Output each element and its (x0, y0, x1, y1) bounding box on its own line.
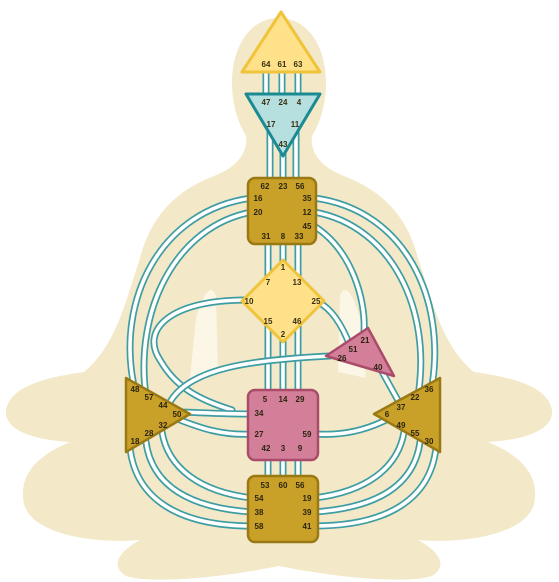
gate-label: 40 (374, 363, 383, 372)
gate-label: 61 (278, 60, 287, 69)
gate-label: 16 (254, 194, 263, 203)
gate-label: 9 (298, 444, 303, 453)
gate-label: 13 (293, 278, 302, 287)
gate-label: 24 (279, 98, 288, 107)
gate-label: 49 (397, 421, 406, 430)
gate-label: 46 (293, 317, 302, 326)
gate-label: 20 (254, 208, 263, 217)
gate-label: 2 (281, 330, 286, 339)
gate-label: 22 (411, 393, 420, 402)
gate-label: 56 (296, 481, 305, 490)
gate-label: 62 (261, 182, 270, 191)
gate-label: 36 (425, 385, 434, 394)
gate-label: 29 (296, 395, 305, 404)
gate-label: 8 (281, 232, 286, 241)
gate-label: 48 (131, 385, 140, 394)
gate-label: 11 (291, 120, 300, 129)
gate-label: 1 (281, 263, 286, 272)
gate-label: 27 (255, 430, 264, 439)
gate-label: 47 (262, 98, 271, 107)
gate-label: 7 (266, 278, 271, 287)
gate-label: 33 (295, 232, 304, 241)
gate-label: 43 (279, 140, 288, 149)
gate-label: 31 (262, 232, 271, 241)
gate-label: 56 (296, 182, 305, 191)
gate-label: 38 (255, 508, 264, 517)
gate-label: 39 (303, 508, 312, 517)
gate-label: 54 (255, 494, 264, 503)
gate-label: 59 (303, 430, 312, 439)
gate-label: 32 (159, 421, 168, 430)
gate-label: 58 (255, 522, 264, 531)
gate-label: 34 (255, 409, 264, 418)
gate-label: 41 (303, 522, 312, 531)
gate-label: 63 (294, 60, 303, 69)
gate-label: 15 (264, 317, 273, 326)
gate-label: 50 (173, 410, 182, 419)
gate-label: 30 (425, 437, 434, 446)
gate-label: 5 (263, 395, 268, 404)
gate-label: 17 (267, 120, 276, 129)
gate-label: 25 (312, 297, 321, 306)
gate-label: 42 (262, 444, 271, 453)
gate-label: 6 (385, 410, 390, 419)
gate-label: 10 (245, 297, 254, 306)
gate-label: 21 (361, 336, 370, 345)
gate-label: 60 (279, 481, 288, 490)
gate-label: 28 (145, 429, 154, 438)
gate-label: 45 (303, 222, 312, 231)
gate-label: 57 (145, 393, 154, 402)
gate-label: 44 (159, 401, 168, 410)
gate-label: 37 (397, 403, 406, 412)
gate-label: 35 (303, 194, 312, 203)
gate-label: 26 (338, 354, 347, 363)
gate-label: 55 (411, 429, 420, 438)
gate-label: 51 (349, 345, 358, 354)
gate-label: 14 (279, 395, 288, 404)
gate-label: 19 (303, 494, 312, 503)
gate-label: 3 (281, 444, 286, 453)
gate-label: 53 (261, 481, 270, 490)
gate-label: 12 (303, 208, 312, 217)
gate-label: 4 (297, 98, 302, 107)
gate-label: 64 (262, 60, 271, 69)
gate-label: 18 (131, 437, 140, 446)
gate-label: 23 (279, 182, 288, 191)
